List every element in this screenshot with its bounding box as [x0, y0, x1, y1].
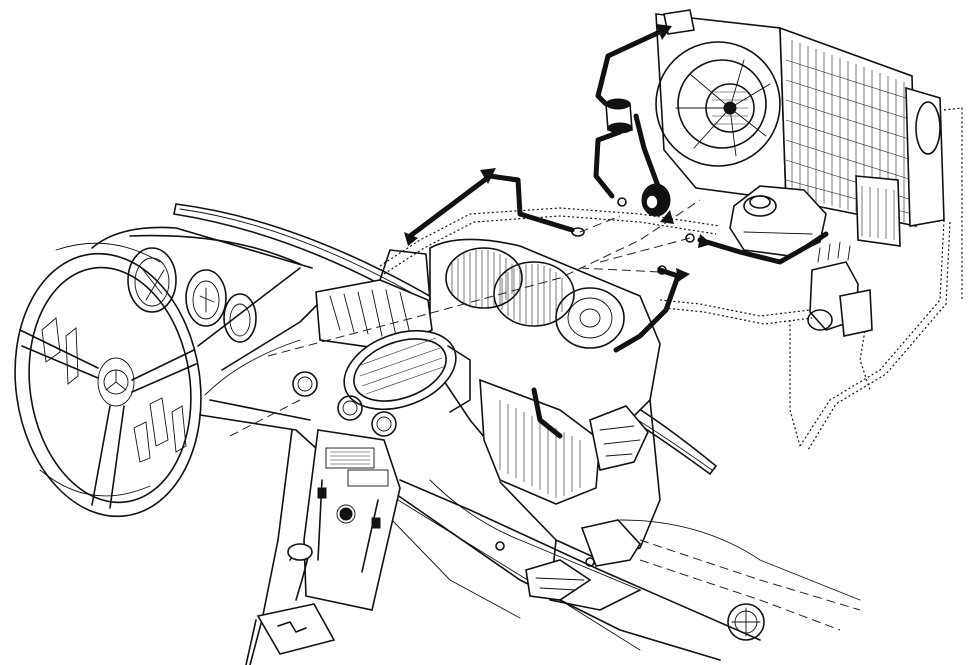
center-vent-outlet	[343, 329, 471, 413]
heater-control-panel	[303, 429, 401, 611]
round-vents	[292, 371, 765, 641]
hose-fittings	[495, 197, 695, 567]
coolant-hoses	[407, 27, 829, 439]
vacuum-lines	[379, 107, 963, 451]
radiator-and-fan	[655, 9, 945, 247]
instrument-cluster	[91, 226, 323, 396]
expansion-tank	[729, 185, 827, 257]
gear-selector	[256, 543, 336, 655]
vacuum-switch	[807, 241, 873, 337]
exploded-guide-lines	[229, 199, 861, 631]
flow-arrows	[404, 24, 712, 282]
steering-wheel	[14, 242, 202, 518]
water-valve	[605, 98, 671, 217]
